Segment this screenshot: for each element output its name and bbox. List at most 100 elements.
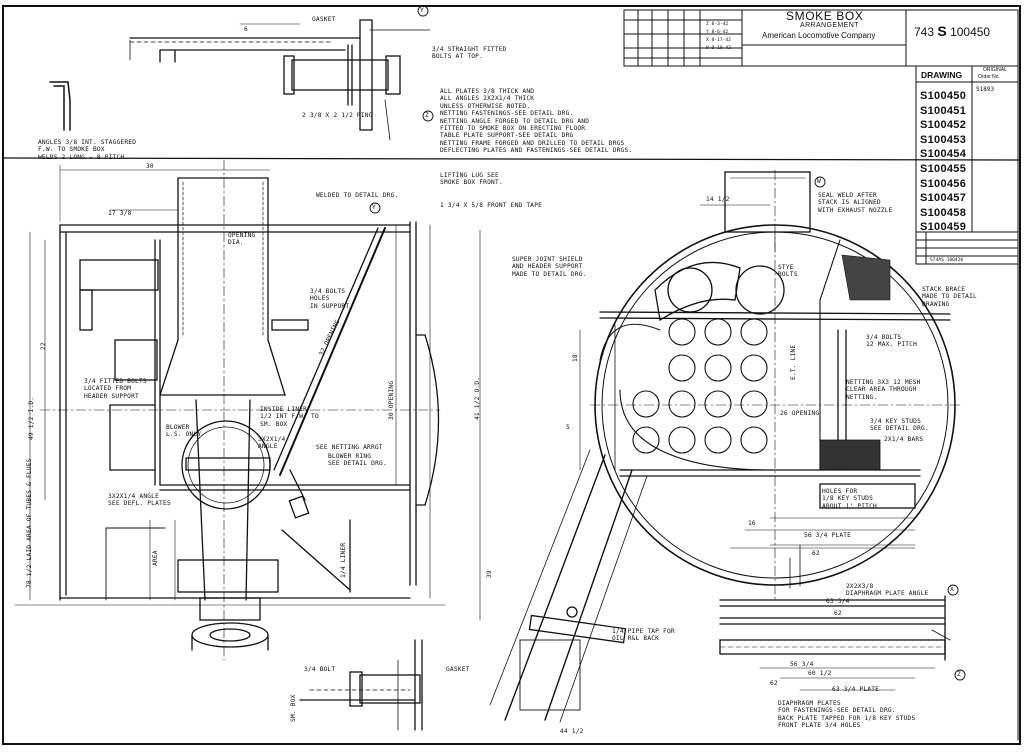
title-block-grid (623, 9, 1019, 741)
ref-note: S74AS 100420 (930, 258, 964, 263)
callout-dim-5: 5 (566, 424, 570, 431)
callout-blower: BLOWER L.S. ONLY (166, 424, 202, 439)
gasket-detail-bottom (299, 639, 423, 731)
view-marker-z (422, 110, 434, 122)
callout-dim-14: 14 1/2 (706, 196, 730, 203)
view-marker-z2 (954, 669, 966, 681)
drawing-list-item: S100457 (920, 192, 967, 205)
callout-dim-18: 18 (572, 354, 579, 362)
drawing-list-item: S100452 (920, 119, 967, 132)
callout-dim-17: 17 3/8 (108, 210, 132, 217)
drawing-list-item: S100455 (920, 162, 967, 175)
view-label-z2: Z (957, 671, 961, 678)
title-text: SMOKE BOX (786, 9, 864, 23)
callout-fitted-bolts: 3/4 FITTED BOLTS LOCATED FROM HEADER SUP… (84, 378, 147, 400)
view-label-y2: Y (372, 204, 376, 211)
view-marker-w (814, 176, 826, 188)
callout-dim-62c: 62 (770, 680, 778, 687)
callout-netting: NETTING 3x3 12 MESH CLEAR AREA THROUGH N… (846, 379, 921, 401)
note-line: UNLESS OTHERWISE NOTED. (440, 102, 531, 110)
callout-area: AREA (152, 550, 159, 566)
callout-bolts-holes: 3/4 BOLTS HOLES IN SUPPORT (310, 288, 350, 310)
callout-sttye-bolts: STYE BOLTS (778, 264, 798, 279)
callout-dim-6: 6 (244, 26, 248, 33)
sheet-border (2, 5, 1021, 745)
view-marker-y2 (369, 202, 381, 214)
view-label-w: W (817, 178, 821, 185)
callout-ring: 2 3/8 x 2 1/2 RING (302, 112, 373, 119)
view-marker-y (417, 5, 429, 17)
revision-1: Y 8-6-42 (706, 30, 729, 35)
view-label-x: X (950, 586, 954, 593)
callout-dim-56b: 56 3/4 (790, 661, 814, 668)
revision-0: Z 8-3-42 (706, 22, 729, 27)
note-line: ALL ANGLES 2x2x1/4 THICK (440, 95, 535, 103)
callout-liner: 1/4 LINER (340, 542, 347, 578)
callout-angles: ANGLES 3/8 INT. STAGGERED F.W. TO SMOKE … (38, 139, 137, 161)
note-line: ALL PLATES 3/8 THICK AND (440, 88, 535, 95)
callout-gasket-top: GASKET (312, 16, 336, 23)
callout-plate-63: 63 3/4 PLATE (832, 686, 880, 693)
callout-bars: 2x1/4 BARS (884, 436, 924, 443)
note-line: NETTING FASTENINGS-SEE DETAIL DRG. (440, 110, 574, 118)
number-letter: S (937, 23, 947, 39)
callout-welded: WELDED TO DETAIL DRG. (316, 192, 399, 199)
callout-defl-angle: 3x2x1/4 ANGLE SEE DEFL. PLATES (108, 493, 171, 508)
callout-et-line: E.T. LINE (790, 344, 797, 380)
diaphragm-plates (719, 595, 951, 691)
note-line: TABLE PLATE SUPPORT-SEE DETAIL DRG (440, 132, 574, 140)
callout-angle-3x2: 3x2x1/4 ANGLE (258, 436, 286, 451)
callout-bolts-pitch: 3/4 BOLTS 12 MAX. PITCH (866, 334, 918, 349)
view-label-z: Z (425, 112, 429, 119)
callout-stack-brace: STACK BRACE MADE TO DETAIL DRAWING (922, 286, 977, 308)
callout-dim-60: 60 1/2 (808, 670, 832, 677)
tube-grid (632, 318, 768, 454)
callout-inside-liner: INSIDE LINER 1/2 INT F.W. TO SM. BOX (260, 406, 319, 428)
callout-dim-22: 22 (40, 342, 47, 350)
drawing-list-item: S100458 (920, 206, 967, 219)
callout-dim-39: 39 (486, 570, 493, 578)
callout-opening-26: 26 OPENING (780, 410, 820, 417)
note-line: NETTING ANGLE FORGED TO DETAIL DRG AND (440, 117, 590, 125)
drawing-list-item: S100454 (920, 148, 967, 161)
general-notes: ALL PLATES 3/8 THICK AND ALL ANGLES 2x2x… (440, 88, 632, 155)
callout-dim-30: 30 (146, 163, 154, 170)
number-prefix: 743 (914, 25, 935, 39)
view-marker-x (947, 584, 959, 596)
angle-detail (49, 81, 71, 131)
view-label-y: Y (420, 7, 424, 14)
number-value: 100450 (950, 25, 991, 39)
callout-tubes-flues: 78 1/2 LAID AREA OF TUBES & FLUES (26, 458, 33, 588)
callout-seal-weld: SEAL WELD AFTER STACK IS ALIGNED WITH EX… (818, 192, 893, 214)
callout-id: 49 1/2 I.D. (28, 396, 35, 440)
revision-2: X 8-17-42 (706, 38, 731, 43)
callout-diaphragm-plates: DIAPHRAGM PLATES FOR FASTENINGS-SEE DETA… (778, 700, 916, 730)
callout-dim-63: 63 3/4 (826, 598, 850, 605)
callout-diaphragm-angle: 2x2x3/8 DIAPHRAGM PLATE ANGLE (846, 583, 929, 598)
front-section (489, 169, 961, 723)
side-elevation (14, 159, 481, 661)
revision-3: W 9-18-42 (706, 46, 731, 51)
callout-opening-30: 30 OPENING (388, 380, 395, 420)
callout-straight-bolts: 3/4 STRAIGHT FITTED BOLTS AT TOP. (432, 46, 507, 61)
drawing-number: 743 S 100450 (914, 23, 990, 39)
drawing-list-item: S100451 (920, 104, 967, 117)
callout-dim-44: 44 1/2 (560, 728, 584, 735)
callout-dim-62b: 62 (834, 610, 842, 617)
note-line: FITTED TO SMOKE BOX ON ERECTING FLOOR (440, 125, 586, 133)
note-line: DEFLECTING PLATES AND FASTENINGS-SEE DET… (440, 147, 633, 155)
callout-super-joint: SUPER JOINT SHIELD AND HEADER SUPPORT MA… (512, 256, 587, 278)
callout-dim-62: 62 (812, 550, 820, 557)
callout-holes-key: HOLES FOR 1/8 KEY STUDS ABOUT 1' PITCH (822, 488, 877, 510)
gasket-detail-top (129, 19, 431, 141)
callout-lifting-lug: LIFTING LUG SEE SMOKE BOX FRONT. (440, 172, 503, 187)
callout-see-netting: SEE NETTING ARRGT (316, 444, 383, 451)
drawing-list-item: S100453 (920, 133, 967, 146)
upper-divider (2, 157, 1021, 161)
subtitle-text: ARRANGEMENT (800, 22, 859, 29)
order-label: Order No. (978, 74, 1000, 80)
drawing-list-item: S100456 (920, 177, 967, 190)
